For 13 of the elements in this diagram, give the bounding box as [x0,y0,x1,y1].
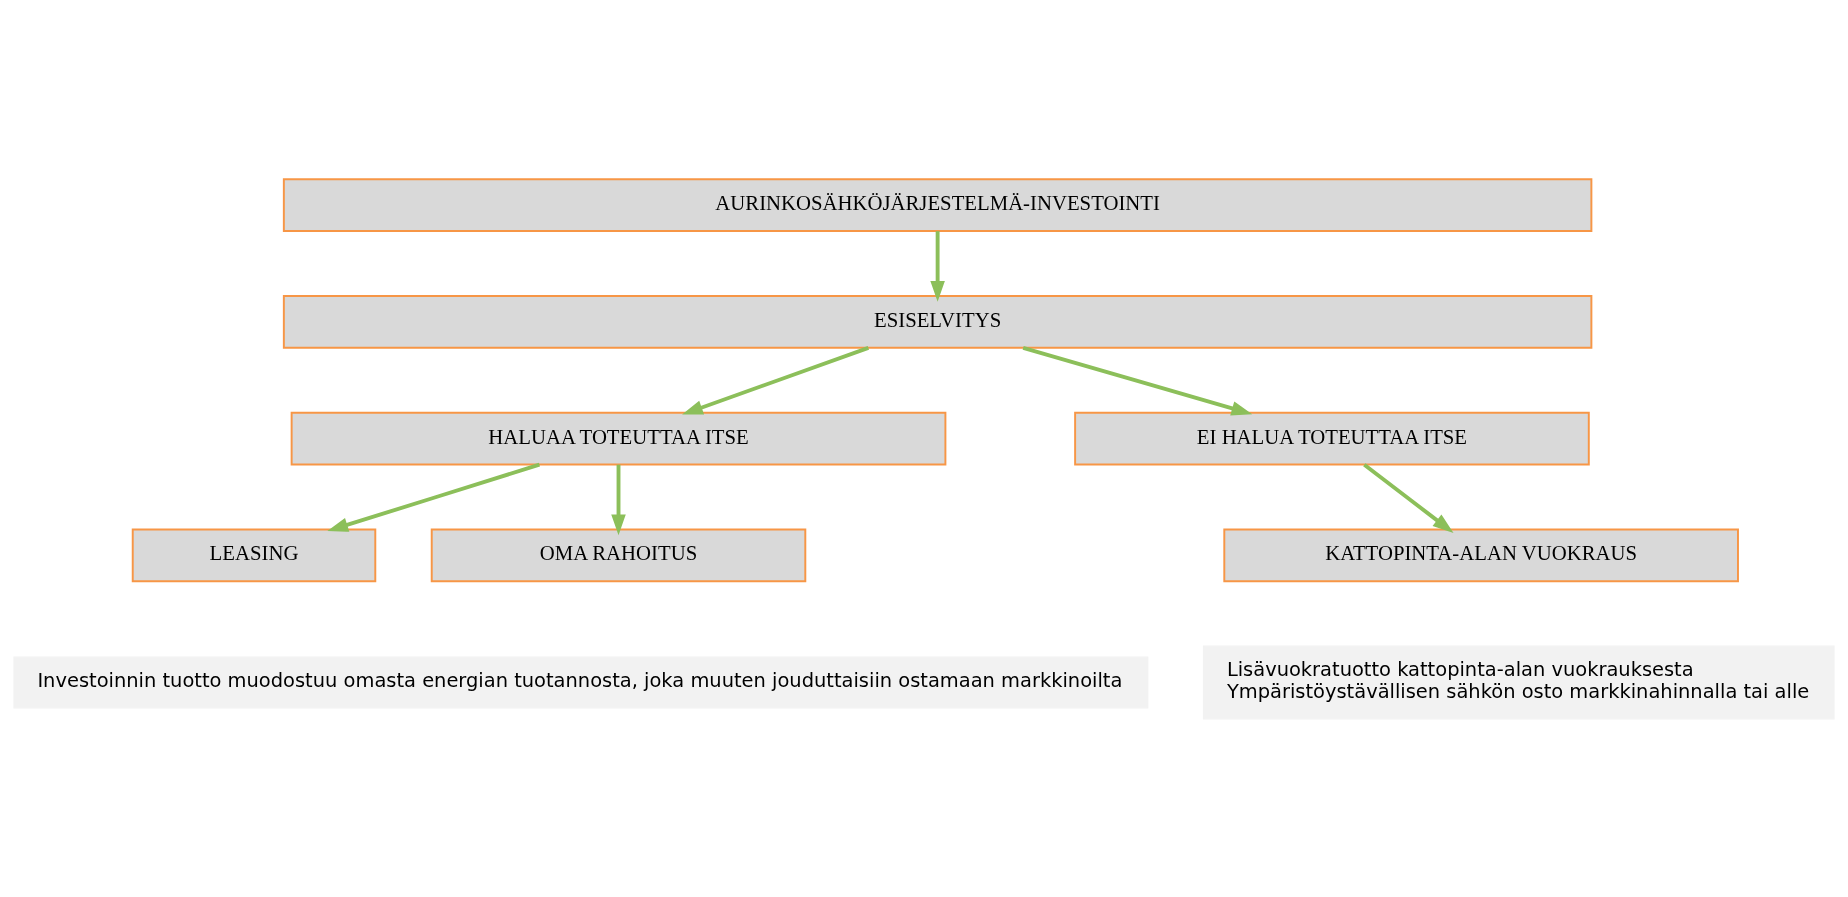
node-box: KATTOPINTA-ALAN VUOKRAUS [1223,527,1739,582]
arrow [611,464,626,535]
arrow [682,345,870,415]
node-box: EI HALUA TOTEUTTAA ITSE [1074,411,1590,466]
arrow [930,230,945,302]
arrow [1363,462,1454,533]
node-box: LEASING [131,527,377,582]
arrow [1022,345,1253,415]
node-box: AURINKOSÄHKÖJÄRJESTELMÄ-INVESTOINTI [282,177,1593,232]
node-box: ESISELVITYS [282,294,1593,349]
node-box: OMA RAHOITUS [430,527,807,582]
arrow [327,462,540,532]
node-box: HALUAA TOTEUTTAA ITSE [290,411,947,466]
